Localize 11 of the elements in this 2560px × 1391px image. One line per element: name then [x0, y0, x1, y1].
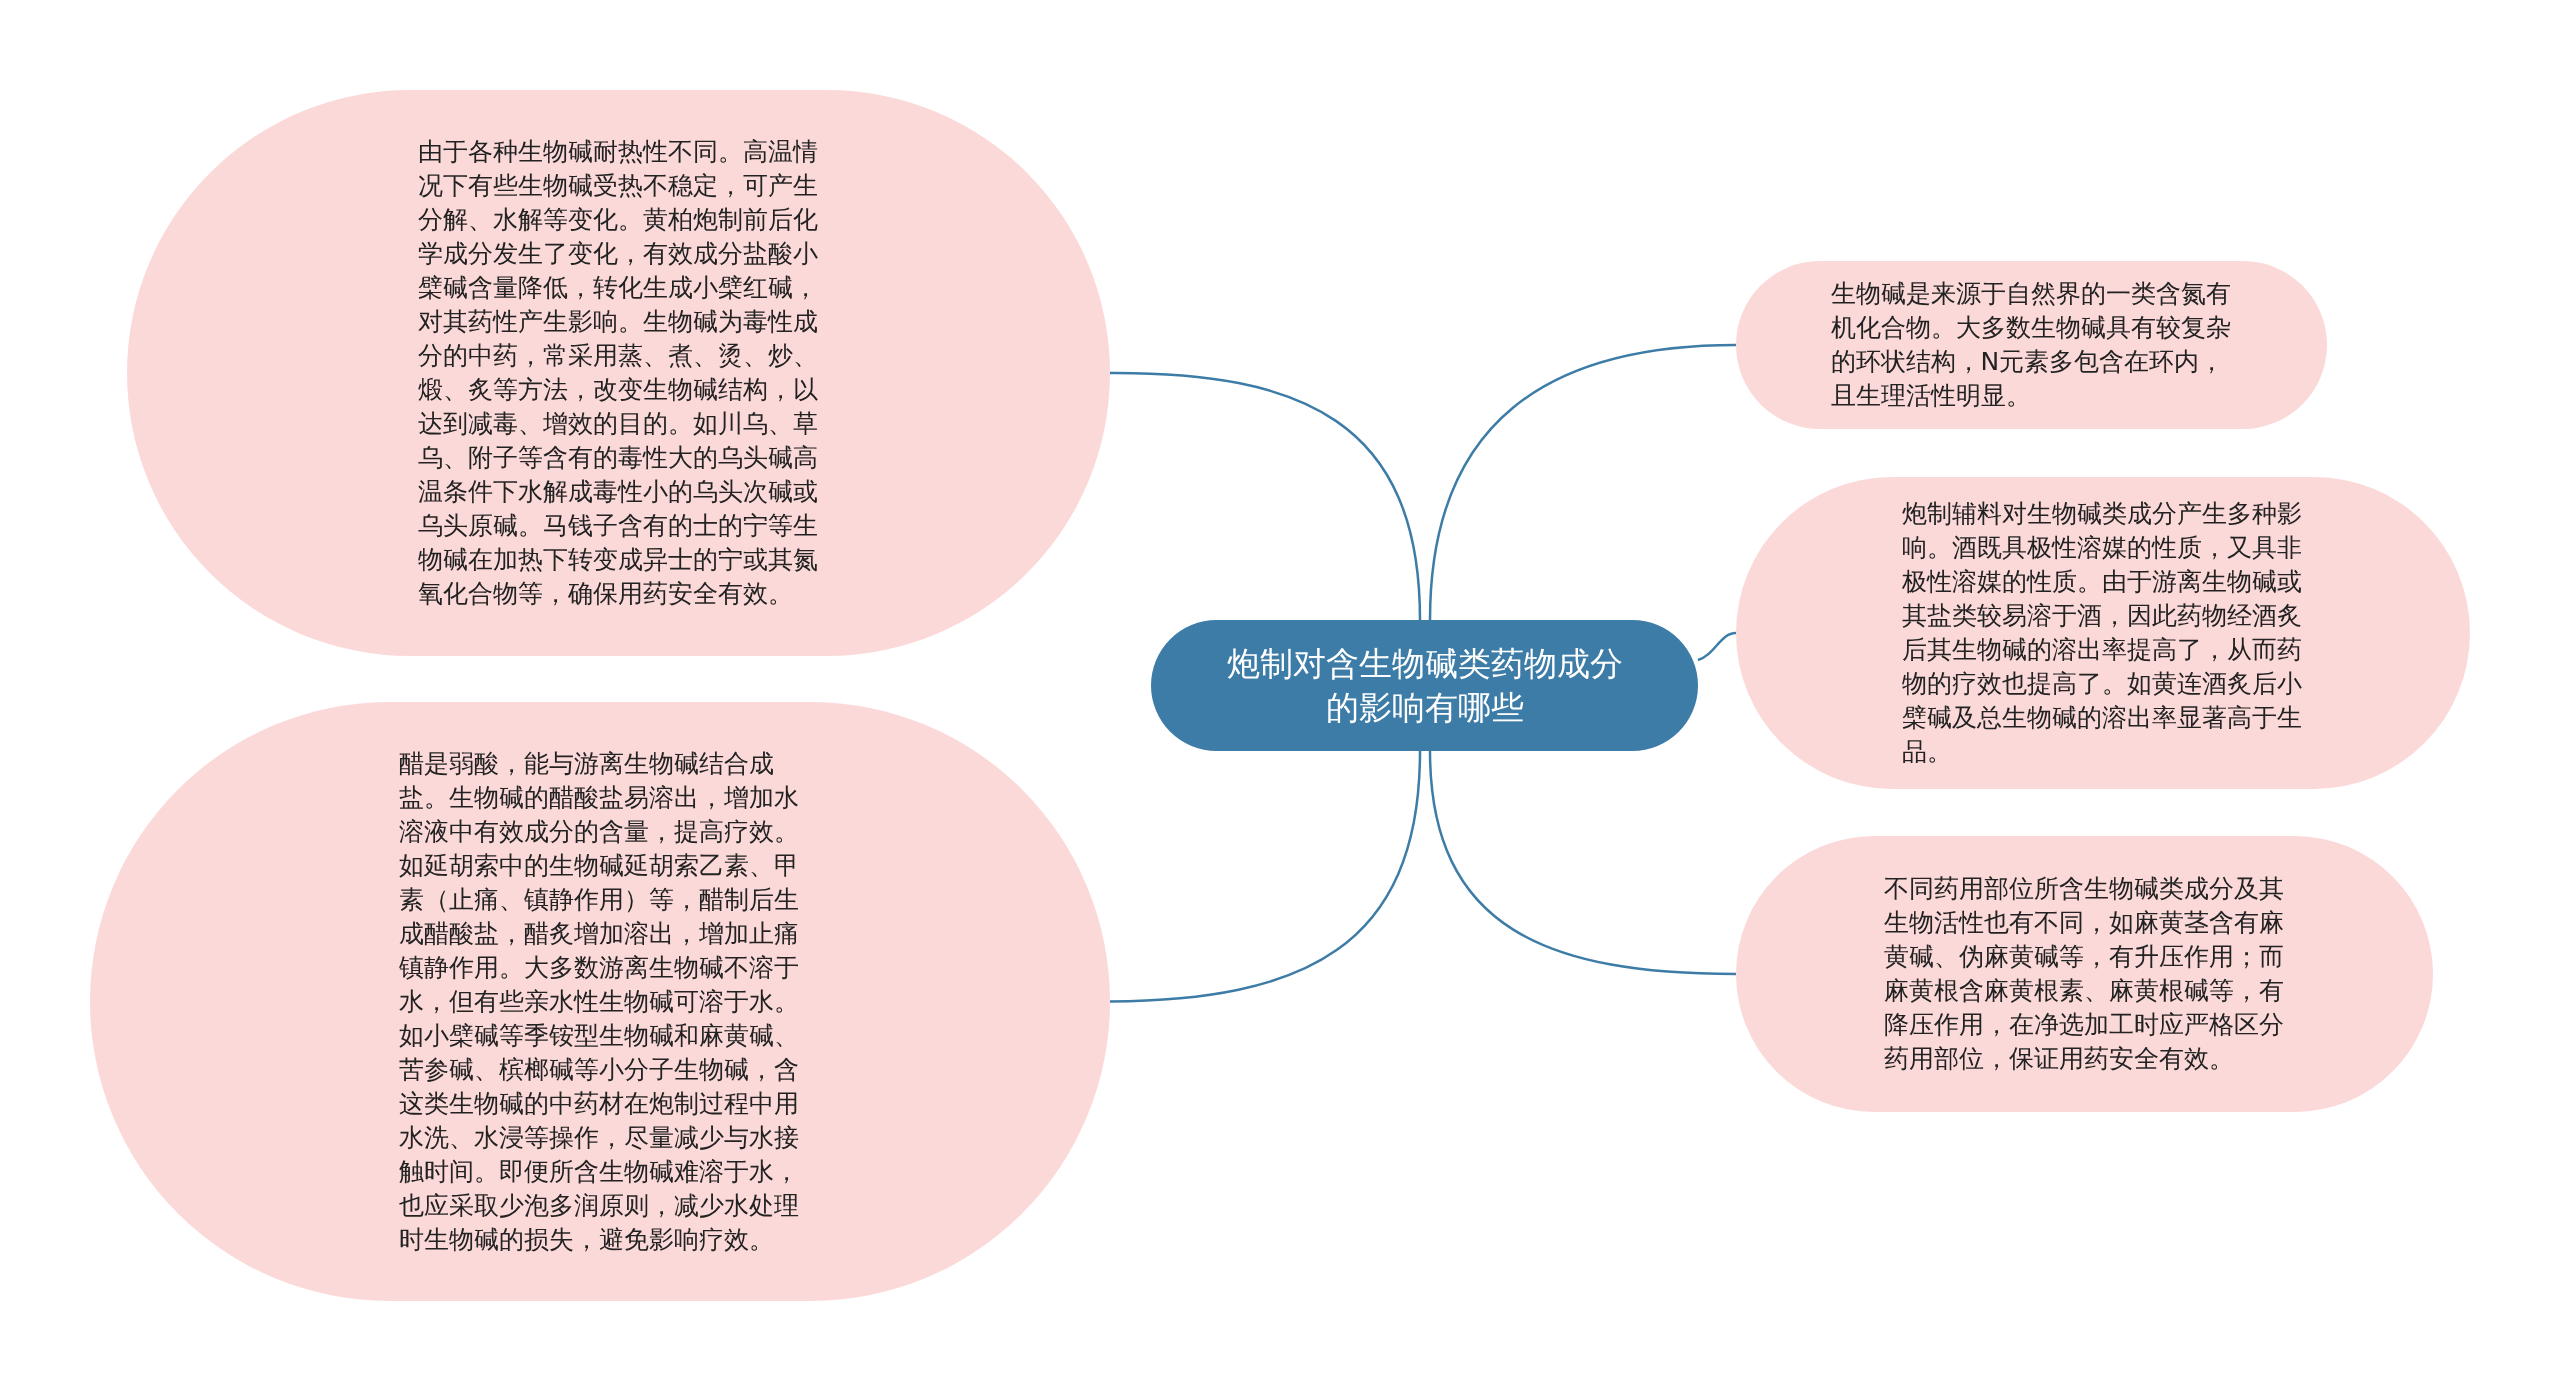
- text-bubble: 生物碱是来源于自然界的一类含氮有机化合物。大多数生物碱具有较复杂的环状结构，N元素多包含在环内，且生理活性明显。: [1736, 261, 2327, 429]
- text-bubble: 不同药用部位所含生物碱类成分及其生物活性也有不同，如麻黄茎含有麻黄碱、伪麻黄碱等，有升压作用；而麻黄根含麻黄根素、麻黄根碱等，有降压作用，在净选加工时应严格区分药用部位，保证用药安全有效。: [1736, 836, 2433, 1112]
- connector-line: [1109, 371, 1422, 621]
- connector-line: [1428, 750, 1737, 976]
- text-bubble: 醋是弱酸，能与游离生物碱结合成盐。生物碱的醋酸盐易溶出，增加水溶液中有效成分的含量，提高疗效。如延胡索中的生物碱延胡索乙素、甲素（止痛、镇静作用）等，醋制后生成醋酸盐，醋炙增加溶出，增加止痛镇静作用。大多数游离生物碱不溶于水，但有些亲水性生物碱可溶于水。如小檗碱等季铵型生物碱和麻黄碱、苦参碱、槟榔碱等小分子生物碱，含这类生物碱的中药材在炮制过程中用水洗、水浸等操作，尽量减少与水接触时间。即便所含生物碱难溶于水，也应采取少泡多润原则，减少水处理时生物碱的损失，避免影响疗效。: [90, 702, 1110, 1301]
- text-bubble: 炮制辅料对生物碱类成分产生多种影响。酒既具极性溶媒的性质，又具非极性溶媒的性质。由于游离生物碱或其盐类较易溶于酒，因此药物经酒炙后其生物碱的溶出率提高了，从而药物的疗效也提高了。如黄连酒炙后小檗碱及总生物碱的溶出率显著高于生品。: [1736, 477, 2470, 789]
- text-bubble: 由于各种生物碱耐热性不同。高温情况下有些生物碱受热不稳定，可产生分解、水解等变化。黄柏炮制前后化学成分发生了变化，有效成分盐酸小檗碱含量降低，转化生成小檗红碱，对其药性产生影响。生物碱为毒性成分的中药，常采用蒸、煮、烫、炒、煅、炙等方法，改变生物碱结构，以达到减毒、增效的目的。如川乌、草乌、附子等含有的毒性大的乌头碱高温条件下水解成毒性小的乌头次碱或乌头原碱。马钱子含有的士的宁等生物碱在加热下转变成异士的宁或其氮氧化合物等，确保用药安全有效。: [127, 90, 1110, 656]
- connector-line: [1428, 343, 1737, 621]
- connector-line: [1109, 750, 1422, 1003]
- connector-line: [1697, 631, 1737, 662]
- topic-bubble: 炮制对含生物碱类药物成分的影响有哪些: [1151, 620, 1698, 751]
